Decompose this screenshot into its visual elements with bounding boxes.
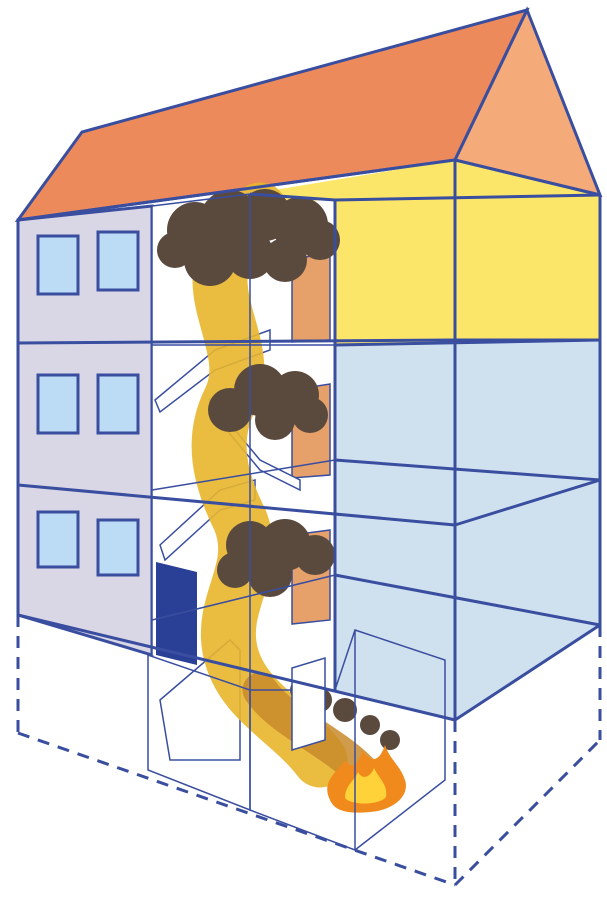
window-icon (38, 375, 78, 433)
window-icon (38, 236, 78, 294)
window-icon (38, 512, 78, 567)
window-icon (98, 232, 138, 290)
lower-floors-right (335, 340, 600, 720)
window-icon (98, 375, 138, 433)
window-icon (98, 520, 138, 575)
